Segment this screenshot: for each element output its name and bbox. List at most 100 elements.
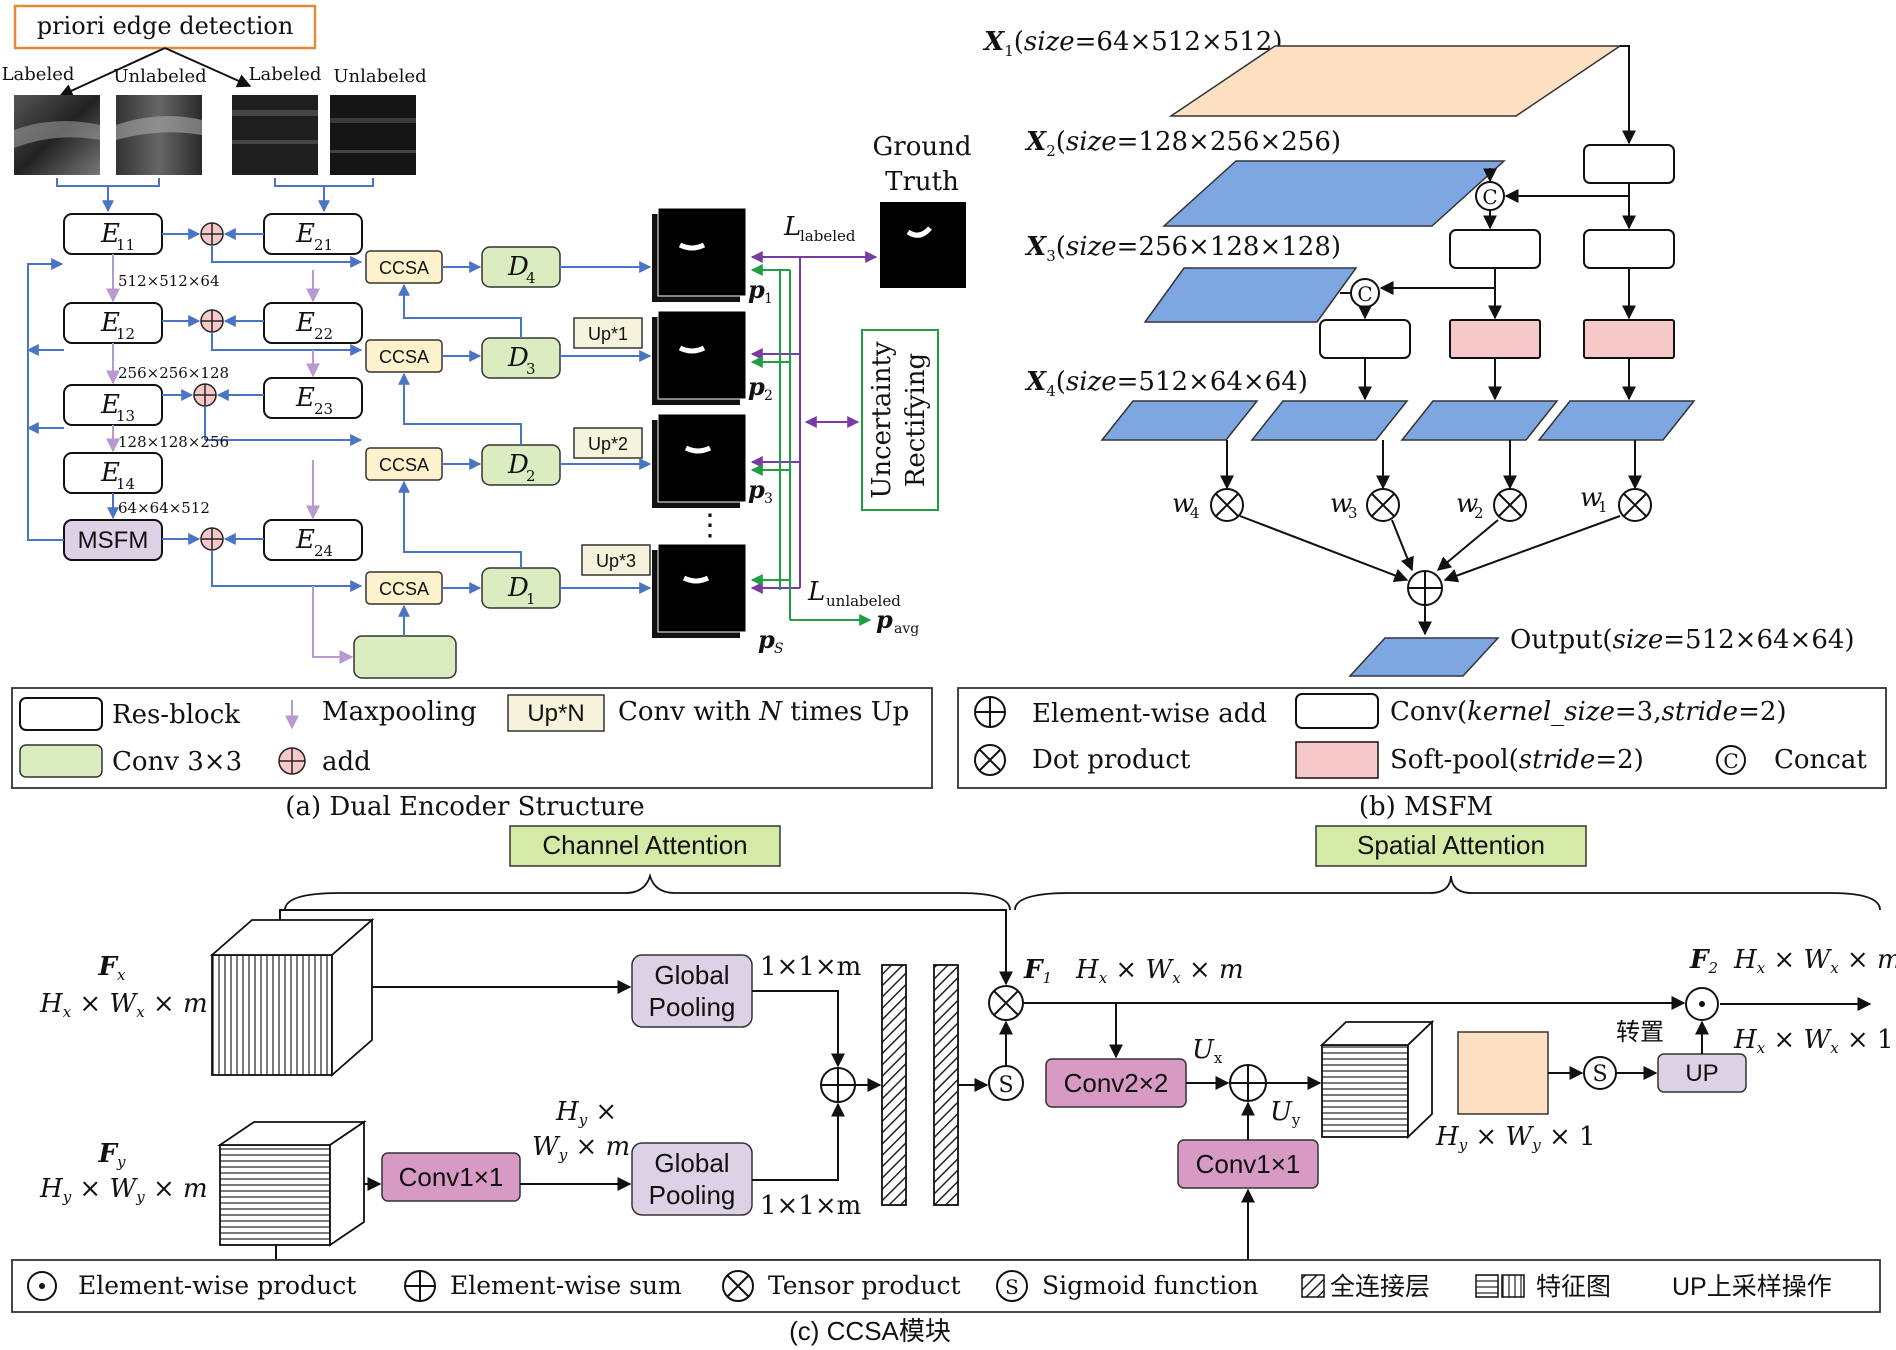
legend-fc: 全连接层: [1330, 1273, 1430, 1301]
svg-text:2: 2: [1474, 504, 1484, 522]
svg-text:Up*2: Up*2: [588, 434, 628, 454]
size-label-3: 128×128×256: [118, 433, 229, 451]
svg-text:S: S: [1592, 1062, 1607, 1087]
dot-product-icons: [1210, 488, 1652, 522]
svg-text:D: D: [507, 573, 529, 603]
legend-add: add: [322, 747, 371, 777]
svg-text:w: w: [1330, 489, 1352, 519]
svg-text:p: p: [748, 275, 765, 304]
decoder-arrows: [398, 261, 652, 636]
weights: w4 w3 w2 w1: [1172, 483, 1608, 522]
legend-feature-icon-h: [1475, 1274, 1499, 1298]
channel-attention-box: [509, 825, 781, 867]
svg-text:E: E: [100, 390, 120, 420]
spatial-feature-cube: [1319, 1019, 1435, 1140]
encoder-2: E 21 E 22 E 23 E 24: [263, 213, 363, 561]
svg-text:E: E: [100, 219, 120, 249]
svg-text:C: C: [1357, 282, 1372, 306]
legend-conv-swatch: [19, 744, 103, 778]
legend-sigmoid: Sigmoid function: [1042, 1271, 1258, 1300]
svg-text:2: 2: [526, 467, 536, 485]
spatial-attention-map: [1457, 1031, 1549, 1115]
svg-text:3: 3: [526, 360, 536, 378]
legend-softpool-swatch: [1295, 741, 1379, 779]
svg-text:C: C: [1723, 749, 1738, 773]
svg-text:MSFM: MSFM: [78, 527, 149, 554]
ccsa-blocks: CCSA CCSA CCSA CCSA: [365, 250, 443, 605]
svg-text:3: 3: [764, 491, 773, 507]
loss-unlabeled: L: [807, 577, 825, 607]
x3-label: X3(size=256×128×128): [1024, 232, 1341, 265]
svg-text:E: E: [295, 308, 315, 338]
svg-text:S: S: [998, 1073, 1013, 1098]
f2-label: F2: [1689, 945, 1718, 977]
x2-feature-map: [1162, 160, 1506, 227]
spatial-attention-label: Spatial Attention: [1357, 830, 1545, 860]
legend-c: [11, 1259, 1881, 1313]
legend-sum: Element-wise sum: [450, 1271, 682, 1300]
ground-truth-image: [880, 202, 966, 288]
svg-text:2: 2: [764, 388, 773, 404]
add-circles: [193, 222, 224, 551]
legend-concat: Concat: [1774, 745, 1867, 775]
wy-label: Wy × m: [532, 1132, 630, 1164]
svg-text:Conv1×1: Conv1×1: [399, 1162, 504, 1192]
svg-text:E: E: [295, 525, 315, 555]
legend-sigmoid-icon: [996, 1270, 1028, 1302]
ccsa-arrows: [275, 909, 1872, 1261]
svg-text:E: E: [100, 308, 120, 338]
f1-dims: Hx × Wx × m: [1075, 955, 1244, 987]
svg-text:UP: UP: [1685, 1060, 1718, 1087]
panel-a-dual-encoder: priori edge detection Labeled Unlabeled …: [2, 4, 972, 822]
fc-layer-2: [933, 964, 959, 1206]
more-dots: ⋮: [695, 508, 725, 543]
svg-text:1: 1: [1598, 498, 1608, 516]
ultrasound-image-labeled-2: [232, 95, 318, 175]
msfm-arrows: [1220, 45, 1642, 636]
size-label-2: 256×256×128: [118, 364, 229, 382]
svg-text:C: C: [1482, 185, 1497, 209]
legend-upn-desc: Conv with N times Up: [618, 697, 909, 727]
panel-b-msfm: X1(size=64×512×512) X2(size=128×256×256)…: [957, 27, 1887, 822]
svg-text:S: S: [774, 641, 784, 657]
fc-layer-1: [881, 964, 907, 1206]
svg-text:w: w: [1172, 489, 1194, 519]
fy-label: Fy: [98, 1139, 126, 1171]
conv3x3-bottom: [353, 635, 457, 679]
svg-text:D: D: [507, 450, 529, 480]
encoder-fusion-arrows: [26, 228, 363, 592]
legend-res-block-swatch: [19, 697, 103, 731]
decoder-blocks: D4 D3 D2 D1: [353, 246, 561, 679]
legend-up: UP上采样操作: [1672, 1273, 1832, 1301]
legend-conv: Conv 3×3: [112, 747, 242, 777]
loss-arrows: [750, 257, 872, 626]
svg-text:p: p: [748, 372, 765, 401]
svg-text:w: w: [1580, 483, 1602, 513]
svg-text:Pooling: Pooling: [649, 1180, 736, 1210]
legend-softpool: Soft-pool(stride=2): [1390, 745, 1644, 775]
prediction-maps: [652, 207, 747, 638]
svg-text:1: 1: [526, 590, 536, 608]
f2-dims: Hx × Wx × m: [1733, 945, 1896, 977]
svg-text:w: w: [1456, 489, 1478, 519]
svg-text:D: D: [507, 252, 529, 282]
svg-text:14: 14: [116, 475, 135, 493]
conv1x1-y: [381, 1152, 521, 1202]
svg-text:4: 4: [1190, 504, 1200, 522]
svg-text:13: 13: [116, 407, 135, 425]
channel-brace: [284, 872, 1011, 911]
svg-text:labeled: labeled: [800, 227, 856, 245]
svg-text:24: 24: [314, 542, 333, 560]
p-avg-label: p: [876, 605, 893, 634]
svg-text:E: E: [295, 219, 315, 249]
svg-text:23: 23: [314, 400, 333, 418]
legend-res-block: Res-block: [112, 700, 240, 730]
uncertainty-text: Uncertainty: [867, 341, 897, 498]
msfm-conv-blocks: [1319, 144, 1675, 359]
svg-text:D: D: [507, 343, 529, 373]
msfm-softpool-blocks: [1449, 319, 1675, 359]
legend-element-add: Element-wise add: [1032, 699, 1267, 729]
fy-dims: Hy × Wy × m: [39, 1174, 208, 1206]
ultrasound-image-unlabeled-2: [330, 95, 416, 175]
